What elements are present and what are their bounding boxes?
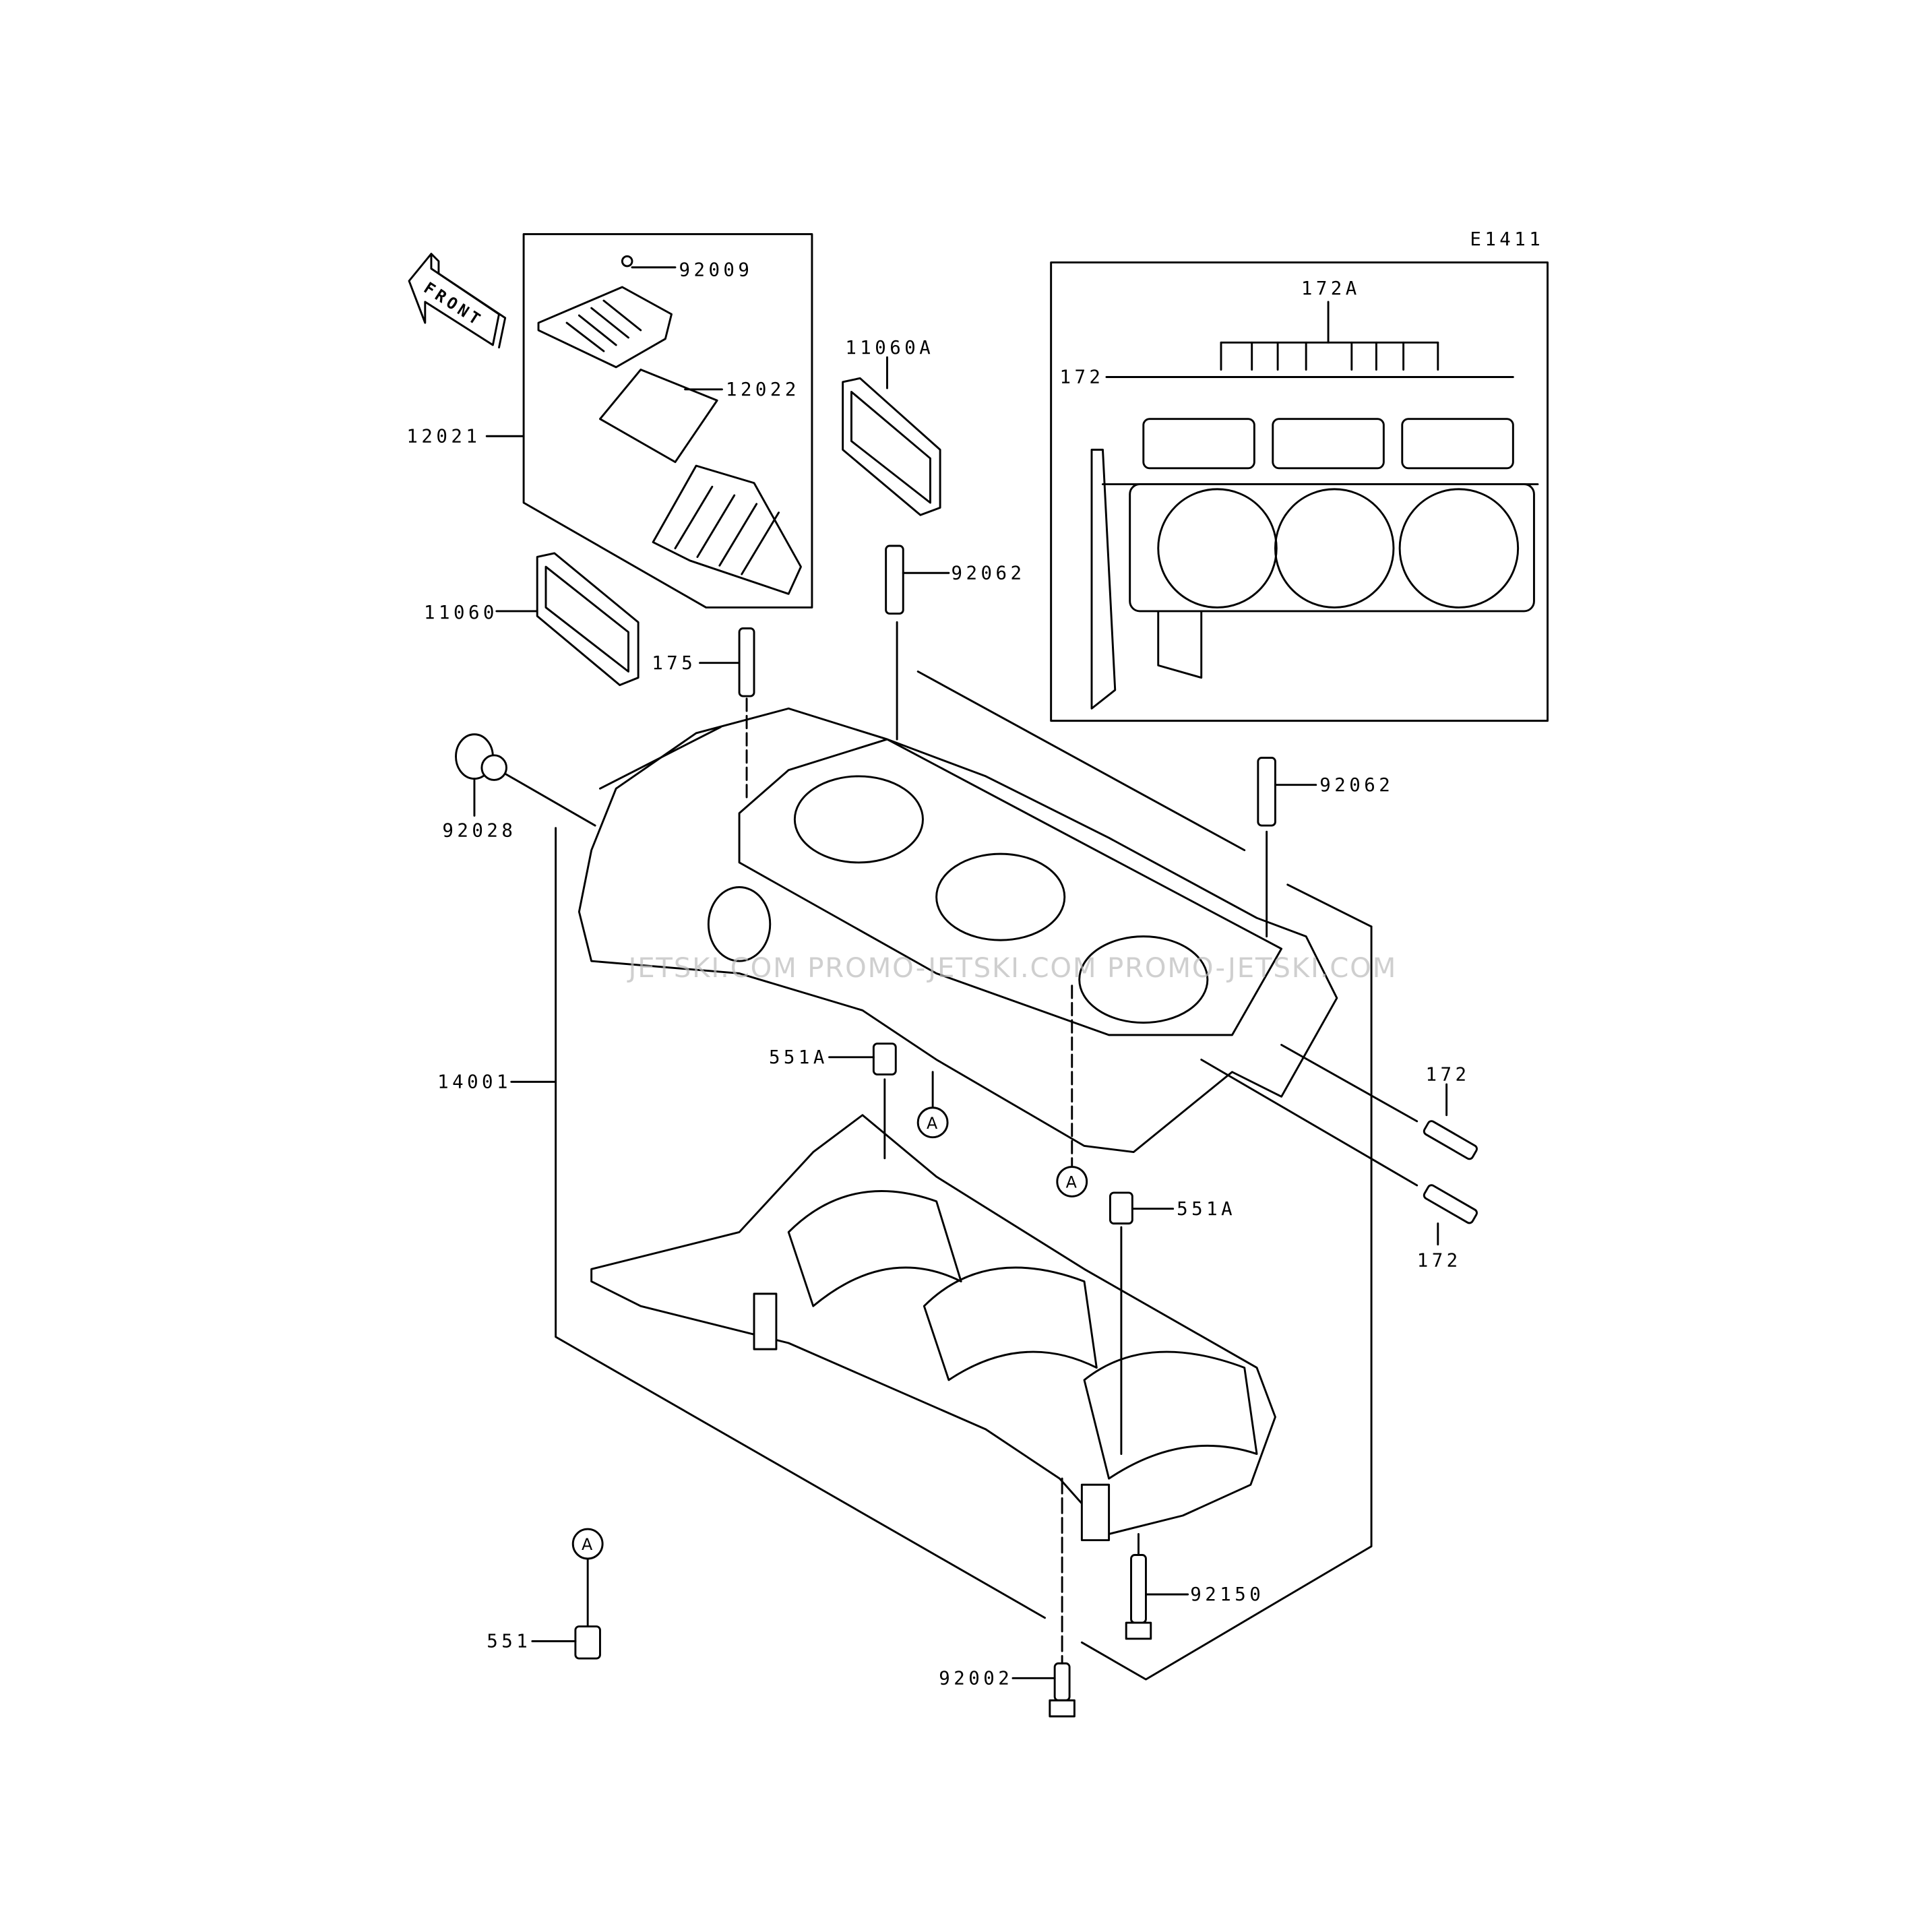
svg-text:A: A [582,1535,593,1554]
label-92150[interactable]: 92150 [1190,1584,1264,1605]
stud-172-a [1280,1044,1478,1160]
label-551[interactable]: 551 [487,1631,531,1652]
stud-175 [699,627,755,802]
stud-172-b [1200,1058,1478,1246]
label-92062-a[interactable]: 92062 [952,563,1026,584]
lower-crankcase [590,1114,1276,1542]
bolt-92062-b [1257,757,1317,938]
reed-stopper-plate [537,286,673,369]
bracket-14001 [555,827,1046,1619]
reed-petal [598,369,718,464]
label-172-a[interactable]: 172 [1426,1065,1470,1086]
ref-marker-a-3: A [571,1528,604,1560]
label-11060A[interactable]: 11060A [845,338,934,359]
label-92002[interactable]: 92002 [939,1668,1013,1689]
label-172A[interactable]: 172A [1301,278,1361,299]
plug-92028 [455,733,596,827]
label-92062-b[interactable]: 92062 [1319,775,1394,796]
inset-detail-box [1050,261,1549,722]
label-11060[interactable]: 11060 [424,602,498,623]
diagram-code: E1411 [1470,229,1544,250]
watermark: JETSKI.COM PROMO-JETSKI.COM PROMO-JETSKI… [627,953,1398,984]
label-12022[interactable]: 12022 [726,379,800,400]
dowel-551A-b [1109,1191,1175,1456]
gasket-11060 [536,552,640,687]
gasket-11060A [842,377,941,516]
reed-valve-assembly-box [485,232,813,609]
label-551A-a[interactable]: 551A [769,1047,828,1068]
label-12021[interactable]: 12021 [406,426,480,447]
label-175[interactable]: 175 [652,653,696,674]
ref-marker-a-1: A [916,1107,949,1139]
upper-crankcase [578,671,1373,1154]
label-172-inset[interactable]: 172 [1059,367,1104,388]
svg-text:A: A [1066,1173,1078,1192]
label-551A-b[interactable]: 551A [1177,1199,1236,1220]
ref-marker-a-2: A [1056,1166,1088,1197]
bolt-92062-a [885,544,950,741]
screw-92009 [621,255,633,268]
reed-block [652,464,802,595]
label-14001[interactable]: 14001 [437,1072,511,1093]
label-172-b[interactable]: 172 [1417,1251,1462,1272]
bolt-92150 [1125,1532,1189,1640]
label-92028[interactable]: 92028 [442,821,516,842]
dowel-551 [531,1559,601,1660]
label-92009[interactable]: 92009 [679,260,753,281]
bolt-92002 [1011,1477,1076,1718]
front-arrow-icon: FRONT [408,253,507,349]
svg-text:A: A [927,1114,938,1133]
dowel-551A-a [828,1042,897,1160]
